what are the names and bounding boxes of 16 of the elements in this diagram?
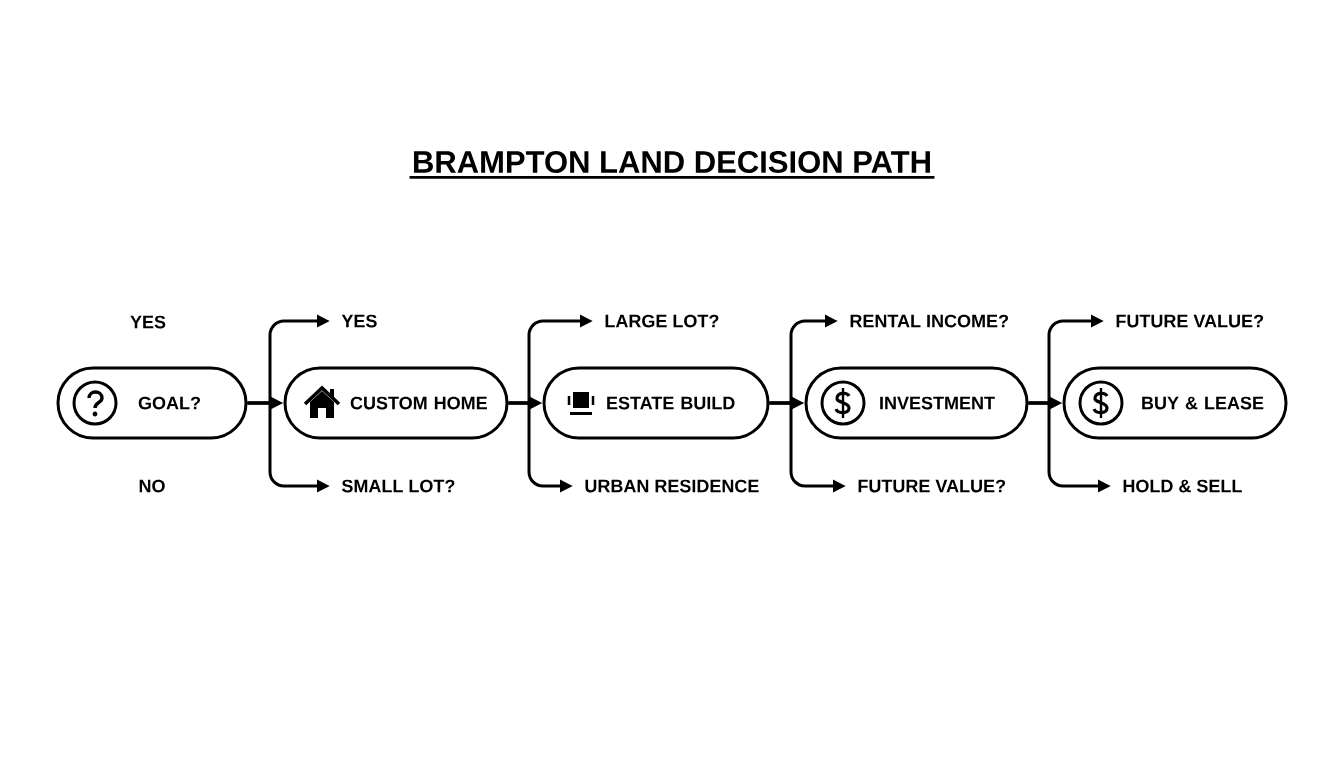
process-pill: GOAL? xyxy=(56,366,248,440)
branch-label: YES xyxy=(341,314,377,328)
process-pill: ESTATE BUILD xyxy=(542,366,770,440)
process-pill: INVESTMENT xyxy=(804,366,1029,440)
branch-label: RENTAL INCOME? xyxy=(850,314,1009,328)
branch-label: YES xyxy=(130,315,166,329)
title: BRAMPTON LAND DECISION PATH xyxy=(409,151,935,179)
branch-label: NO xyxy=(139,479,165,493)
process-pill: BUY & LEASE xyxy=(1062,366,1288,440)
branch-label: URBAN RESIDENCE xyxy=(585,479,759,493)
branch-label: LARGE LOT? xyxy=(605,314,719,328)
branch-label: FUTURE VALUE? xyxy=(1116,314,1264,328)
branch-label: SMALL LOT? xyxy=(341,479,455,493)
process-pill: CUSTOM HOME xyxy=(283,366,509,440)
branch-label: HOLD & SELL xyxy=(1123,479,1242,493)
branch-label: FUTURE VALUE? xyxy=(858,479,1006,493)
